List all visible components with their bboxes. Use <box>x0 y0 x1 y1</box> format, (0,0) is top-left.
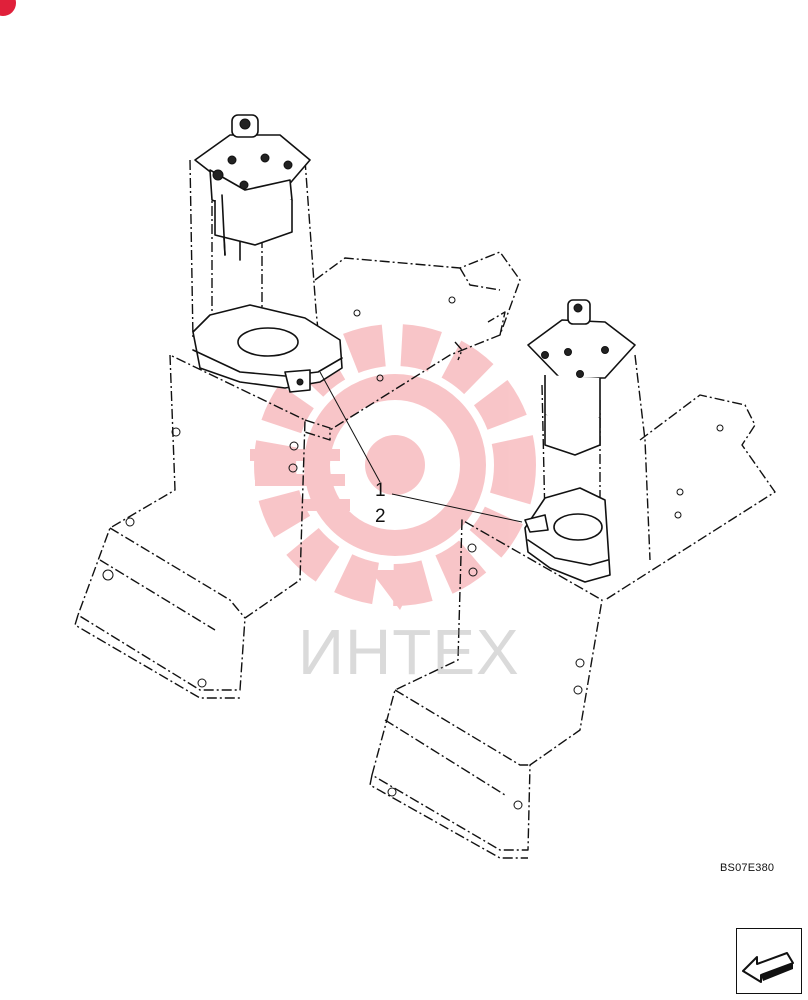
left-bushing <box>192 304 343 393</box>
back-navigation-button[interactable] <box>736 928 802 994</box>
watermark-text: ИНТЕХ <box>298 616 520 688</box>
right-mounting-bracket <box>369 394 776 859</box>
center-plate <box>314 251 521 431</box>
callout-label-1: 1 <box>375 480 386 501</box>
left-actuator <box>194 114 311 256</box>
right-actuator <box>527 299 636 456</box>
arrow-back-icon <box>742 952 794 983</box>
right-bushing <box>524 487 611 583</box>
left-mounting-bracket <box>74 354 331 699</box>
gear-watermark-icon <box>250 324 536 610</box>
corner-badge-icon <box>0 0 16 16</box>
callout-label-2: 2 <box>375 506 386 527</box>
callout-leaders <box>319 371 523 523</box>
drawing-code: BS07E380 <box>720 862 775 874</box>
